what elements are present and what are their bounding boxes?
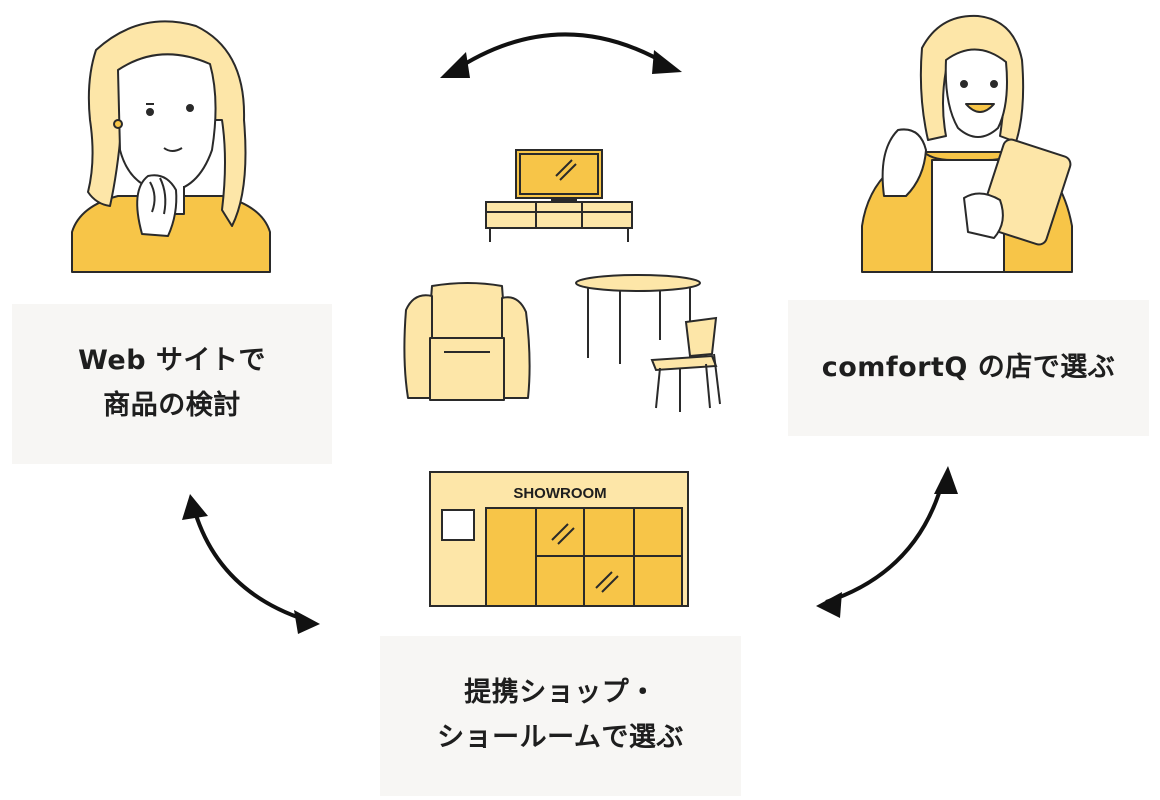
woman-thinking-illustration (71, 20, 271, 273)
step-partner-box: 提携ショップ・ ショールームで選ぶ (380, 636, 741, 796)
step-store-box: comfortQ の店で選ぶ (788, 300, 1149, 436)
arrow-top (450, 32, 672, 74)
step-partner-line2: ショールームで選ぶ (437, 722, 684, 753)
arrowheads (182, 50, 958, 634)
step-web-box: Web サイトで 商品の検討 (12, 304, 332, 464)
cycle-arrows (193, 32, 945, 622)
woman-salesperson-illustration (861, 14, 1073, 273)
dining-set-illustration (575, 274, 721, 412)
step-store-label: comfortQ の店で選ぶ (821, 351, 1116, 383)
arrow-left (193, 511, 307, 622)
step-partner-line1: 提携ショップ・ (464, 677, 657, 709)
showroom-sign: SHOWROOM (513, 485, 606, 502)
armchair-illustration (403, 282, 531, 401)
step-web-line2: 商品の検討 (103, 390, 241, 421)
arrow-right (825, 479, 945, 604)
tv-board-illustration (485, 149, 633, 242)
showroom-illustration (429, 471, 689, 607)
step-web-line1: Web サイトで (78, 345, 266, 377)
